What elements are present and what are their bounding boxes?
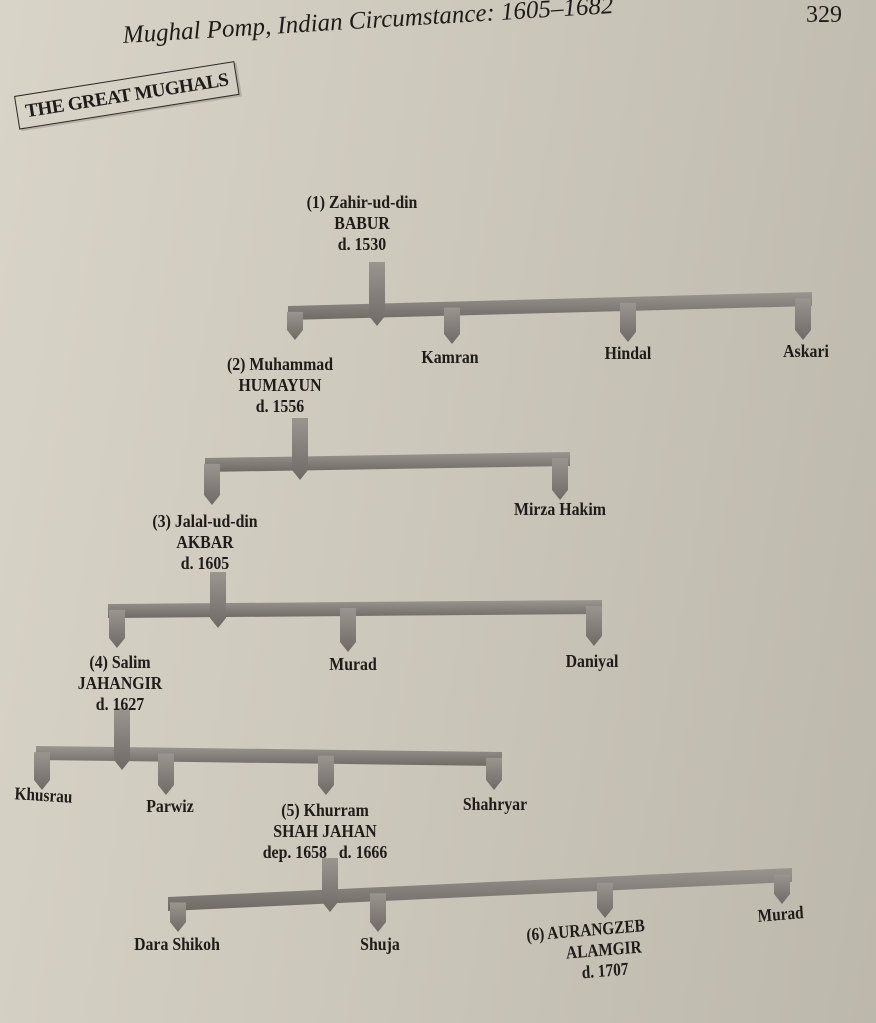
connector-drop xyxy=(109,609,125,648)
connector-drop xyxy=(370,893,386,932)
node-parwiz: Parwiz xyxy=(126,796,214,817)
node-line: (1) Zahir-ud-din xyxy=(306,192,418,212)
connector-drop xyxy=(586,606,602,646)
node-line: SHAH JAHAN xyxy=(273,821,377,841)
node-aurangzeb: (6) AURANGZEB ALAMGIR d. 1707 xyxy=(509,914,665,989)
node-line: JAHANGIR xyxy=(77,673,163,693)
node-line: d. 1627 xyxy=(95,694,145,714)
node-line: (5) Khurram xyxy=(281,800,369,820)
node-line: BABUR xyxy=(334,213,390,233)
node-shah-jahan: (5) Khurram SHAH JAHAN dep. 1658 d. 1666 xyxy=(237,800,413,863)
connector-drop xyxy=(552,458,568,500)
connector-drop xyxy=(444,307,460,344)
connector-bar xyxy=(168,868,792,911)
node-akbar: (3) Jalal-ud-din AKBAR d. 1605 xyxy=(126,511,284,574)
node-line: AKBAR xyxy=(176,532,234,552)
node-khusrau: Khusrau xyxy=(9,783,78,808)
node-line: Khusrau xyxy=(14,783,73,807)
node-line: Dara Shikoh xyxy=(134,934,220,954)
connector-stem xyxy=(292,418,308,480)
node-murad-son-of-akbar: Murad xyxy=(309,654,397,675)
node-line: d. 1530 xyxy=(337,234,387,254)
node-line: (4) Salim xyxy=(89,652,151,672)
node-jahangir: (4) Salim JAHANGIR d. 1627 xyxy=(63,652,177,715)
connector-drop xyxy=(774,874,790,904)
node-kamran: Kamran xyxy=(406,347,494,368)
node-humayun: (2) Muhammad HUMAYUN d. 1556 xyxy=(201,354,359,417)
connector-drop xyxy=(287,311,303,340)
connector-drop xyxy=(620,302,636,342)
node-dara-shikoh: Dara Shikoh xyxy=(120,934,234,955)
node-line: HUMAYUN xyxy=(238,375,322,395)
node-line: Parwiz xyxy=(146,796,194,816)
connector-drop xyxy=(795,298,811,340)
connector-bar xyxy=(36,746,502,766)
node-line: Kamran xyxy=(421,347,479,367)
node-line: Mirza Hakim xyxy=(514,499,606,519)
node-shahryar: Shahryar xyxy=(442,794,548,815)
node-askari: Askari xyxy=(762,341,850,362)
connector-bar xyxy=(205,452,570,472)
connector-drop xyxy=(204,463,220,505)
connector-stem xyxy=(114,708,130,770)
connector-stem xyxy=(322,858,338,912)
node-line: Murad xyxy=(329,654,377,674)
node-shuja: Shuja xyxy=(345,934,415,955)
connector-stem xyxy=(369,262,385,326)
node-line: Daniyal xyxy=(565,651,619,671)
node-hindal: Hindal xyxy=(584,343,672,364)
node-line: dep. 1658 d. 1666 xyxy=(262,842,388,862)
node-line: (2) Muhammad xyxy=(226,354,334,374)
node-line: Shuja xyxy=(360,934,400,954)
node-line: Shahryar xyxy=(462,794,528,814)
node-daniyal: Daniyal xyxy=(548,651,636,672)
node-line: (3) Jalal-ud-din xyxy=(152,511,258,531)
connector-drop xyxy=(170,902,186,932)
connector-drop xyxy=(597,882,613,918)
node-line: d. 1556 xyxy=(255,396,305,416)
node-line: d. 1605 xyxy=(180,553,230,573)
node-mirza-hakim: Mirza Hakim xyxy=(498,499,621,520)
connector-bar xyxy=(288,292,812,320)
connector-drop xyxy=(486,757,502,790)
page-number: 329 xyxy=(806,2,842,28)
connector-drop xyxy=(34,752,50,790)
connector-drop xyxy=(340,608,356,652)
connector-stem xyxy=(210,572,226,628)
node-line: Hindal xyxy=(604,343,652,363)
node-babur: (1) Zahir-ud-din BABUR d. 1530 xyxy=(274,192,450,255)
node-line: Askari xyxy=(783,341,829,361)
connector-drop xyxy=(318,755,334,795)
connector-drop xyxy=(158,753,174,795)
